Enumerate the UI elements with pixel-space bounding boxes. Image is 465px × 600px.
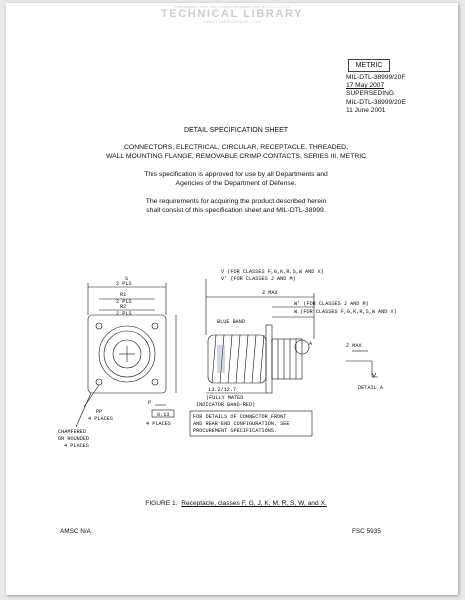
superseding-label: SUPERSEDING	[346, 90, 394, 98]
tolerance-box	[151, 409, 175, 418]
connector-line-2: WALL MOUNTING FLANGE, REMOVABLE CRIMP CO…	[105, 152, 367, 160]
metric-box: METRIC	[348, 59, 390, 72]
thread-3	[227, 334, 233, 384]
watermark-url: ABBOTTAEROSPACE.COM	[202, 19, 262, 24]
label-4places-3: 4 PLACES	[146, 421, 171, 427]
label-tolerance: 0.13	[157, 412, 169, 418]
label-v: V (FOR CLASSES F,G,K,R,S,W AND X)	[221, 269, 324, 275]
requirements-line-1: The requirements for acquiring the produ…	[145, 198, 327, 205]
flange-outline	[87, 314, 167, 394]
watermark: Downloaded from http://www.everyspec.com…	[6, 5, 458, 24]
previous-doc-id: MIL-DTL-38999/20E	[346, 98, 406, 106]
approval-line-1: This specification is approved for use b…	[144, 171, 328, 178]
label-detail-a: DETAIL A	[358, 385, 384, 391]
blue-band-marker	[217, 345, 225, 373]
thread-2	[219, 334, 225, 384]
doc-id: MIL-DTL-38999/20F	[346, 74, 406, 81]
sheet-title: DETAIL SPECIFICATION SHEET	[183, 127, 289, 134]
amsc-label: AMSC N/A	[60, 528, 91, 535]
doc-date: 17 May 2007	[346, 82, 385, 90]
note-line-1: FOR DETAILS OF CONNECTOR FRONT	[193, 414, 286, 420]
connector-description: CONNECTORS, ELECTRICAL, CIRCULAR, RECEPT…	[46, 144, 426, 161]
note-line-3: PROCUREMENT SPECIFICATIONS.	[193, 428, 277, 434]
label-indicator: INDICATOR BAND-RED)	[196, 402, 255, 408]
approval-line-2: Agencies of the Department of Defense.	[175, 179, 297, 187]
label-chamfered: CHAMFERED	[58, 429, 86, 435]
thread-1	[211, 334, 217, 384]
label-dim: 13.2/12.7	[208, 387, 236, 393]
note-line-2: AND REAR END CONFIGURATION, SEE	[193, 421, 290, 427]
mounting-hole-tr	[151, 322, 159, 330]
fsc-label: FSC 5935	[352, 528, 381, 535]
document-header: MIL-DTL-38999/20F 17 May 2007 SUPERSEDIN…	[346, 74, 406, 115]
insert-face	[112, 339, 142, 369]
label-2pls-3: 2 PLS	[116, 311, 132, 317]
detail-a-circle	[294, 339, 310, 355]
thread-7	[259, 334, 265, 384]
label-2pls-1: 2 PLS	[116, 281, 132, 287]
label-a: A	[309, 341, 313, 347]
mounting-hole-tl	[95, 322, 103, 330]
label-4places-2: 4 PLACES	[64, 443, 89, 449]
coupling-nut	[207, 334, 267, 384]
label-or-rounded: OR ROUNDED	[58, 436, 89, 442]
flange-side	[265, 324, 273, 394]
label-w-prime: W' (FOR CLASSES J AND M)	[294, 301, 369, 307]
label-w: W (FOR CLASSES F,G,K,R,S,W AND X)	[294, 309, 397, 315]
label-r2: R2	[120, 304, 126, 310]
label-p: P	[148, 400, 151, 406]
watermark-top-line: Downloaded from http://www.everyspec.com…	[173, 4, 291, 9]
label-fully-mated: (FULLY MATED	[206, 395, 243, 401]
detail-a-hatch	[371, 372, 377, 378]
requirements-statement: The requirements for acquiring the produ…	[46, 198, 426, 215]
figure-number: FIGURE 1.	[145, 500, 178, 507]
label-pp: PP	[96, 409, 102, 415]
label-blue-band: BLUE BAND	[217, 319, 245, 325]
figure-caption: FIGURE 1. Receptacle, classes F, G, J, K…	[46, 500, 426, 507]
connector-line-1: CONNECTORS, ELECTRICAL, CIRCULAR, RECEPT…	[124, 144, 348, 151]
label-4places-1: 4 PLACES	[88, 416, 113, 422]
figure-caption-text: Receptacle, classes F, G, J, K, M, R, S,…	[181, 500, 327, 507]
mounting-hole-bl	[95, 378, 103, 386]
thread-6	[251, 334, 257, 384]
rear-body	[271, 338, 303, 380]
leader-chamfer	[75, 392, 92, 428]
note-box	[189, 410, 313, 437]
thread-4	[235, 334, 241, 384]
receptacle-outer-ring	[98, 325, 156, 383]
label-s: S	[125, 276, 128, 282]
mounting-hole-br	[151, 378, 159, 386]
requirements-line-2: shall consist of this specification shee…	[146, 206, 326, 214]
watermark-title: TECHNICAL LIBRARY	[160, 8, 304, 20]
label-z-max-detail: Z MAX	[346, 343, 362, 349]
connector-drawing-svg: S 2 PLS R1 2 PLS R2 2 PLS PP 4 PLACES CH…	[58, 269, 397, 449]
label-2pls-2: 2 PLS	[116, 299, 132, 305]
approval-statement: This specification is approved for use b…	[46, 171, 426, 188]
previous-doc-date: 11 June 2001	[346, 106, 386, 114]
label-v-prime: V' (FOR CLASSES J AND M)	[221, 276, 296, 282]
document-page: Downloaded from http://www.everyspec.com…	[6, 3, 458, 595]
connector-drawing: S 2 PLS R1 2 PLS R2 2 PLS PP 4 PLACES CH…	[56, 265, 426, 475]
thread-5	[243, 334, 249, 384]
label-r1: R1	[120, 292, 126, 298]
label-z-max: Z MAX	[262, 290, 278, 296]
receptacle-inner-ring	[103, 330, 151, 378]
detail-a-profile	[346, 360, 378, 378]
